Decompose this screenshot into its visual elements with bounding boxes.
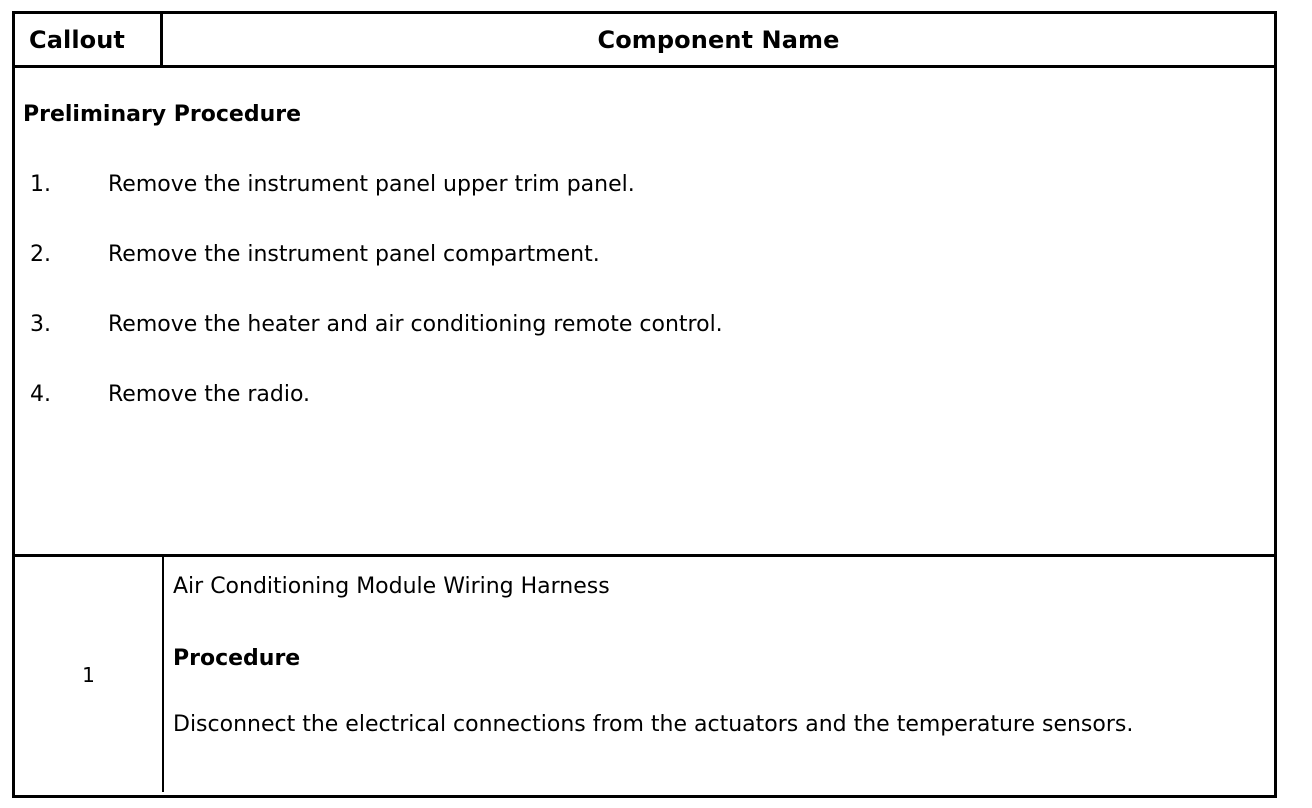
step-text: Remove the heater and air conditioning r…: [108, 312, 723, 337]
list-item: 3. Remove the heater and air conditionin…: [15, 314, 1274, 336]
step-number: 1.: [30, 172, 51, 197]
list-item: 1. Remove the instrument panel upper tri…: [15, 174, 1274, 196]
step-text: Remove the instrument panel upper trim p…: [108, 172, 635, 197]
step-text: Remove the radio.: [108, 382, 311, 407]
preliminary-procedure-row: Preliminary Procedure 1. Remove the inst…: [15, 68, 1274, 557]
step-number: 4.: [30, 382, 51, 407]
callout-number-cell: 1: [15, 557, 164, 792]
preliminary-step-list: 1. Remove the instrument panel upper tri…: [15, 174, 1274, 406]
callout-number: 1: [82, 662, 95, 687]
procedure-text: Disconnect the electrical connections fr…: [173, 712, 1134, 737]
table-row: 1 Air Conditioning Module Wiring Harness…: [15, 557, 1274, 792]
preliminary-procedure-title: Preliminary Procedure: [23, 102, 302, 127]
component-name-text: Air Conditioning Module Wiring Harness: [173, 574, 610, 599]
callout-content-cell: Air Conditioning Module Wiring Harness P…: [164, 557, 1274, 792]
table-header-row: Callout Component Name: [15, 14, 1274, 68]
step-text: Remove the instrument panel compartment.: [108, 242, 600, 267]
list-item: 2. Remove the instrument panel compartme…: [15, 244, 1274, 266]
header-label-component-name: Component Name: [597, 25, 840, 54]
list-item: 4. Remove the radio.: [15, 384, 1274, 406]
step-number: 3.: [30, 312, 51, 337]
procedure-label: Procedure: [173, 646, 301, 671]
header-label-callout: Callout: [29, 25, 126, 54]
header-cell-component-name: Component Name: [163, 14, 1274, 65]
component-table: Callout Component Name Preliminary Proce…: [12, 11, 1277, 798]
step-number: 2.: [30, 242, 51, 267]
header-cell-callout: Callout: [15, 14, 163, 65]
